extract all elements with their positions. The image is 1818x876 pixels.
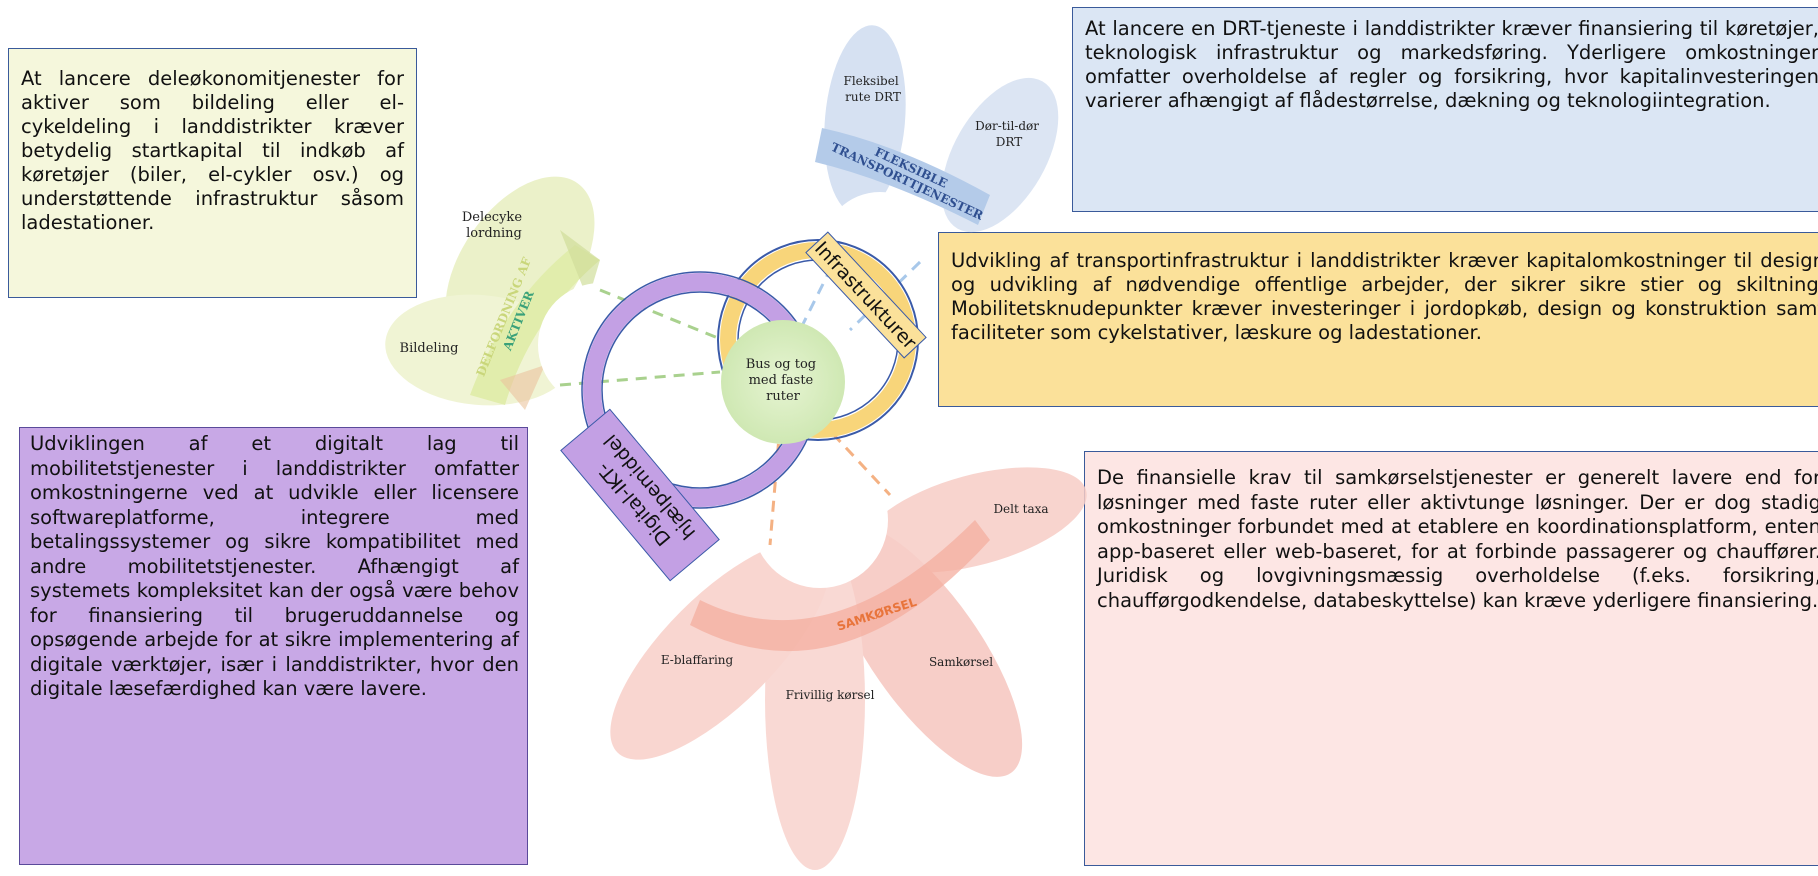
digital-textbox: Udviklingen af et digitalt lag til mobil… <box>19 427 528 865</box>
samkorsel-band <box>690 520 990 652</box>
bildeling-label: Bildeling <box>400 341 459 356</box>
drt-textbox: At lancere en DRT-tjeneste i landdistrik… <box>1072 7 1818 212</box>
dor-til-dor-label: Dør-til-dør DRT <box>975 119 1043 149</box>
eblaffaring-petal <box>610 540 830 760</box>
center-label: Bus og tog med faste ruter <box>746 357 821 404</box>
deleokonomi-textbox: At lancere deleøkonomitjenester for akti… <box>8 48 417 298</box>
fleksible-band <box>815 128 990 225</box>
samkorsel-cluster <box>610 467 1087 870</box>
frivillig-label: Frivillig kørsel <box>786 688 875 702</box>
samkorsel-hub <box>752 452 888 588</box>
delecykel-label: Delecyke lordning <box>462 210 526 241</box>
samkorsel-textbox: De finansielle krav til samkørselstjenes… <box>1084 451 1818 866</box>
samkorsel-label: Samkørsel <box>929 655 993 669</box>
fleksible-cluster <box>815 25 1059 233</box>
dor-til-dor-petal <box>941 77 1059 233</box>
fleksibel-rute-label: Fleksibel rute DRT <box>844 74 903 104</box>
infrastruktur-textbox: Udvikling af transportinfrastruktur i la… <box>938 232 1818 407</box>
samkorsel-petal <box>827 523 1023 777</box>
eblaffaring-label: E-blaffaring <box>661 653 734 667</box>
center-circle <box>721 320 845 444</box>
delforordning-band <box>470 245 600 405</box>
delt-taxa-label: Delt taxa <box>993 502 1048 516</box>
